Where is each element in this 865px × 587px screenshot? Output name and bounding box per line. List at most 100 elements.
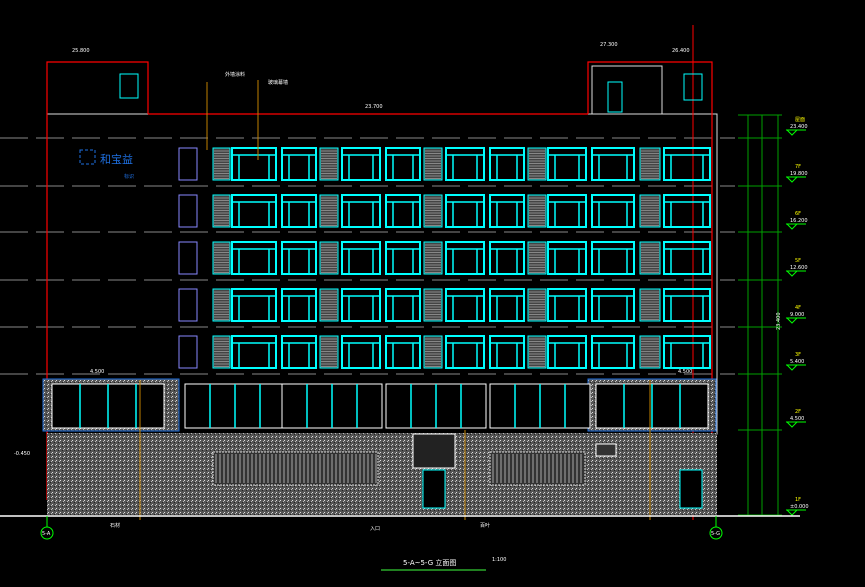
level-elevation-label: 19.800: [790, 171, 808, 177]
side-window-strip: [178, 194, 198, 228]
window-frame: [547, 241, 587, 275]
entrance-door: [422, 469, 446, 509]
louver: [212, 241, 231, 275]
glass-note: 玻璃幕墙: [268, 79, 288, 86]
louver: [527, 288, 547, 322]
window-frame: [489, 288, 525, 322]
window-frame: [663, 147, 711, 181]
property-line-right: [587, 61, 713, 500]
roof-window-right: [683, 73, 703, 101]
window-frame: [663, 288, 711, 322]
louver: [212, 194, 231, 228]
window-frame: [385, 288, 421, 322]
vent-grille: [595, 443, 617, 457]
window-frame: [445, 194, 485, 228]
level-marker-icon: [785, 270, 799, 277]
axis-bubble-left: [40, 526, 54, 540]
level-marker-icon: [785, 509, 799, 516]
window-frame: [591, 194, 635, 228]
level-marker-icon: [785, 317, 799, 324]
louver: [319, 335, 339, 369]
canopy-left-label: 4.500: [90, 369, 104, 375]
window-frame: [281, 147, 317, 181]
window-array: [212, 147, 711, 369]
louver: [639, 335, 661, 369]
level-elevation-label: ±0.000: [790, 504, 809, 510]
window-frame: [663, 335, 711, 369]
window-frame: [591, 288, 635, 322]
louver: [423, 335, 443, 369]
window-frame: [591, 147, 635, 181]
level-marker-icon: [785, 129, 799, 136]
drawing-scale: 1:100: [492, 557, 506, 563]
window-frame: [547, 335, 587, 369]
sign-text: 和宝益: [100, 152, 133, 166]
window-frame: [231, 241, 277, 275]
louver: [527, 147, 547, 181]
window-frame: [489, 241, 525, 275]
roof-top-right-label: 26.400: [672, 48, 690, 54]
window-frame: [445, 335, 485, 369]
level-floor-label: 2F: [795, 409, 801, 415]
window-frame: [547, 288, 587, 322]
window-frame: [231, 147, 277, 181]
window-frame: [341, 288, 381, 322]
roof-top-left-label: 25.800: [72, 48, 90, 54]
window-frame: [385, 335, 421, 369]
window-frame: [489, 147, 525, 181]
louver: [639, 194, 661, 228]
louver: [319, 241, 339, 275]
louver: [423, 194, 443, 228]
louver: [319, 194, 339, 228]
stair-house-door: [607, 81, 623, 113]
louver: [639, 241, 661, 275]
window-frame: [281, 241, 317, 275]
window-frame: [341, 194, 381, 228]
level-floor-label: 5F: [795, 258, 801, 264]
louver: [423, 288, 443, 322]
window-frame: [281, 194, 317, 228]
total-height-label: 23.400: [776, 313, 782, 331]
louver: [212, 335, 231, 369]
level-marker-icon: [785, 176, 799, 183]
roof-window-left: [119, 73, 139, 99]
entrance-canopy: [412, 433, 456, 469]
louver: [527, 335, 547, 369]
ground-left-label: -0.450: [14, 451, 30, 457]
louver: [639, 147, 661, 181]
building-elevation: [42, 25, 718, 520]
window-frame: [231, 335, 277, 369]
property-line-left: [46, 61, 149, 500]
level-marker-icon: [785, 223, 799, 230]
dimension-lines: 屋面23.4007F19.8006F16.2005F12.6004F9.0003…: [0, 80, 809, 527]
stair-house: [591, 65, 663, 115]
level-elevation-label: 23.400: [790, 124, 808, 130]
door-note: 入口: [370, 526, 380, 532]
louver: [212, 147, 231, 181]
window-frame: [281, 335, 317, 369]
window-frame: [231, 288, 277, 322]
level-floor-label: 1F: [795, 497, 801, 503]
louver: [319, 147, 339, 181]
window-frame: [445, 288, 485, 322]
level-floor-label: 6F: [795, 211, 801, 217]
window-frame: [489, 194, 525, 228]
parapet-label: 23.700: [365, 104, 383, 110]
window-frame: [489, 335, 525, 369]
window-frame: [385, 194, 421, 228]
louver: [319, 288, 339, 322]
window-frame: [591, 241, 635, 275]
window-frame: [445, 241, 485, 275]
level-marker-icon: [785, 364, 799, 371]
louver: [423, 147, 443, 181]
window-frame: [281, 288, 317, 322]
window-frame: [341, 147, 381, 181]
side-window-strip: [178, 241, 198, 275]
level-elevation-label: 5.400: [790, 359, 804, 365]
axis-label-right: 5-G: [711, 531, 720, 537]
side-door: [679, 469, 703, 509]
window-frame: [231, 194, 277, 228]
stone-note: 石材: [110, 522, 120, 529]
level-elevation-label: 4.500: [790, 416, 804, 422]
